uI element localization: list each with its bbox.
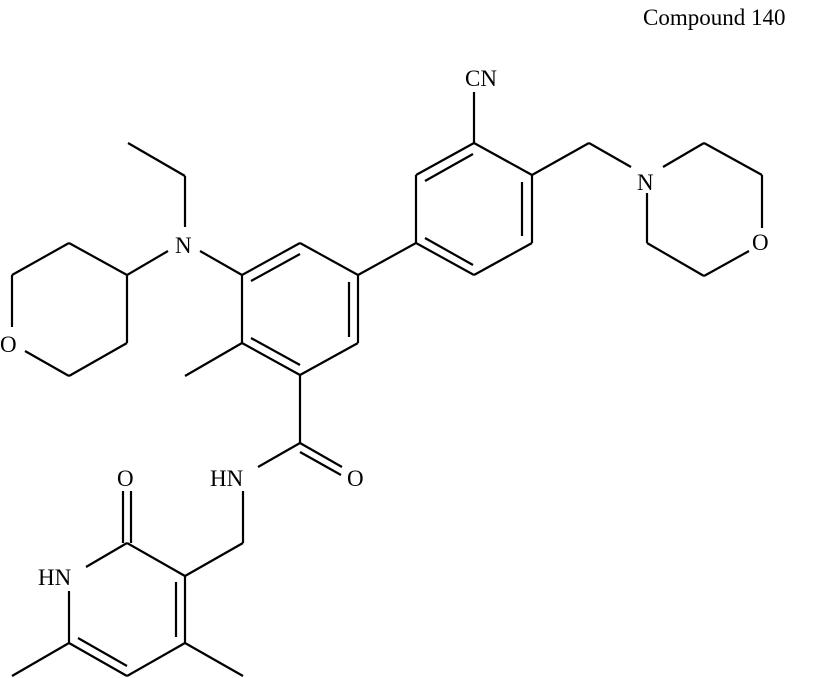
- morpholine-o-label: O: [752, 230, 769, 255]
- amide-o-label: O: [347, 466, 364, 491]
- benzonitrile-ring: [414, 142, 534, 276]
- oxane-o-label: O: [0, 332, 17, 357]
- pyridone-ring: HN: [38, 542, 187, 677]
- central-benzene-ring: [240, 242, 360, 376]
- nitrile-label: CN: [465, 66, 497, 91]
- morpholine-ring: N O: [637, 142, 769, 277]
- morpholine-n-label: N: [637, 170, 654, 195]
- compound-title: Compound 140: [643, 5, 786, 30]
- pyridone-nh-label: HN: [38, 565, 72, 590]
- oxane-ring: O: [0, 242, 129, 377]
- amide-nh-label: HN: [210, 466, 244, 491]
- pyridone-o-label: O: [117, 466, 134, 491]
- amine-n-label: N: [175, 233, 192, 258]
